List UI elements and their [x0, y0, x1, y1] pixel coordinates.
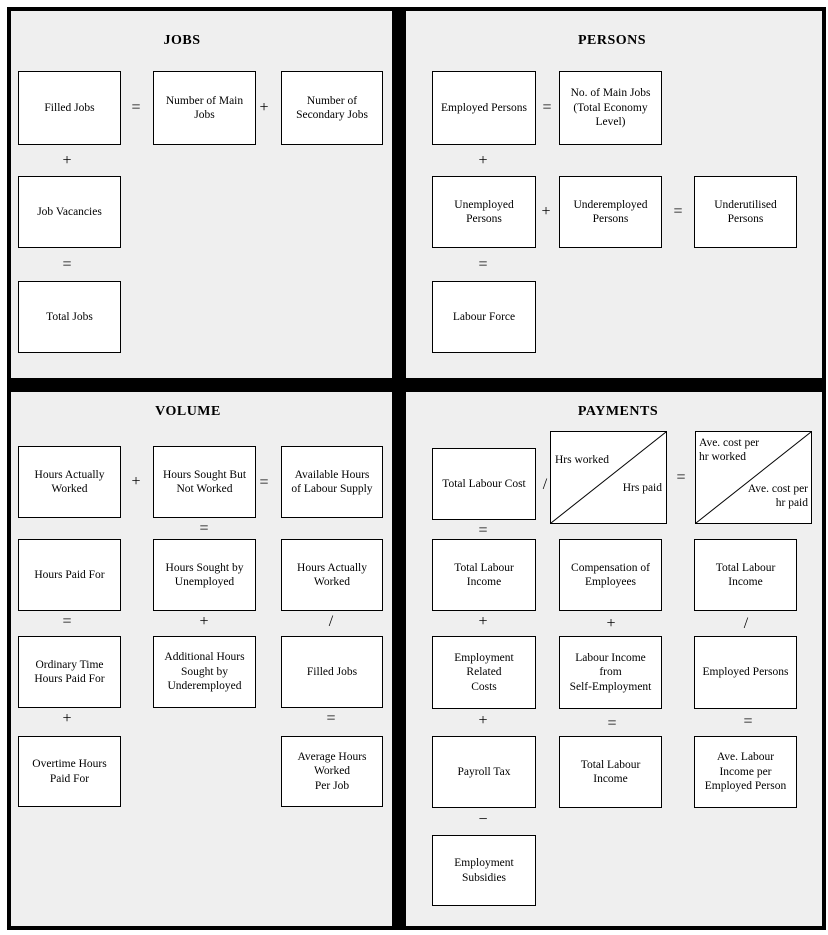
- quadrant-title-payments: PAYMENTS: [577, 404, 659, 419]
- equals-operator: =: [743, 713, 753, 730]
- minus-operator: −: [478, 811, 488, 828]
- box-employment-related-costs: Employment Related Costs: [432, 636, 536, 709]
- plus-operator: +: [62, 152, 72, 169]
- equals-operator: =: [62, 613, 72, 630]
- ratio-box-ave-cost-per-hr: Ave. cost per hr worked Ave. cost per hr…: [695, 431, 812, 524]
- diagonal-line: [696, 432, 811, 523]
- box-available-hours-labour-supply: Available Hours of Labour Supply: [281, 446, 383, 518]
- ratio-box-hrs-worked-hrs-paid: Hrs worked Hrs paid: [550, 431, 667, 524]
- box-hours-sought-not-worked: Hours Sought But Not Worked: [153, 446, 256, 518]
- divide-operator: /: [328, 613, 334, 630]
- plus-operator: +: [131, 473, 141, 490]
- box-hours-actually-worked-2: Hours Actually Worked: [281, 539, 383, 611]
- horizontal-divider: [7, 378, 826, 392]
- plus-operator: +: [606, 615, 616, 632]
- box-number-secondary-jobs: Number of Secondary Jobs: [281, 71, 383, 145]
- equals-operator: =: [676, 469, 686, 486]
- box-hours-actually-worked: Hours Actually Worked: [18, 446, 121, 518]
- quadrant-title-volume: VOLUME: [155, 404, 221, 419]
- equals-operator: =: [607, 715, 617, 732]
- equals-operator: =: [326, 710, 336, 727]
- box-ordinary-time-hours-paid: Ordinary Time Hours Paid For: [18, 636, 121, 708]
- box-employed-persons-2: Employed Persons: [694, 636, 797, 709]
- box-no-main-jobs-total-economy: No. of Main Jobs (Total Economy Level): [559, 71, 662, 145]
- equals-operator: =: [131, 99, 141, 116]
- equals-operator: =: [199, 520, 209, 537]
- box-employed-persons: Employed Persons: [432, 71, 536, 145]
- plus-operator: +: [478, 152, 488, 169]
- box-payroll-tax: Payroll Tax: [432, 736, 536, 808]
- equals-operator: =: [673, 203, 683, 220]
- box-hours-sought-by-unemployed: Hours Sought by Unemployed: [153, 539, 256, 611]
- outer-frame: [7, 7, 826, 930]
- vertical-divider: [392, 7, 406, 930]
- box-compensation-of-employees: Compensation of Employees: [559, 539, 662, 611]
- equals-operator: =: [542, 99, 552, 116]
- equals-operator: =: [478, 256, 488, 273]
- box-average-hours-worked-per-job: Average Hours Worked Per Job: [281, 736, 383, 807]
- divide-operator: /: [542, 476, 548, 493]
- box-total-labour-income-1: Total Labour Income: [432, 539, 536, 611]
- box-unemployed-persons: Unemployed Persons: [432, 176, 536, 248]
- quadrant-title-jobs: JOBS: [163, 33, 201, 48]
- box-total-labour-cost: Total Labour Cost: [432, 448, 536, 520]
- plus-operator: +: [259, 99, 269, 116]
- ratio-numerator-label: Hrs worked: [555, 454, 609, 466]
- box-labour-income-self-employment: Labour Income from Self-Employment: [559, 636, 662, 709]
- box-total-labour-income-3: Total Labour Income: [694, 539, 797, 611]
- equals-operator: =: [62, 256, 72, 273]
- equals-operator: =: [478, 522, 488, 539]
- box-number-main-jobs: Number of Main Jobs: [153, 71, 256, 145]
- box-overtime-hours-paid: Overtime Hours Paid For: [18, 736, 121, 807]
- box-filled-jobs-2: Filled Jobs: [281, 636, 383, 708]
- box-job-vacancies: Job Vacancies: [18, 176, 121, 248]
- plus-operator: +: [478, 613, 488, 630]
- equals-operator: =: [259, 474, 269, 491]
- box-total-jobs: Total Jobs: [18, 281, 121, 353]
- box-employment-subsidies: Employment Subsidies: [432, 835, 536, 906]
- box-underemployed-persons: Underemployed Persons: [559, 176, 662, 248]
- box-additional-hours-underemployed: Additional Hours Sought by Underemployed: [153, 636, 256, 708]
- box-total-labour-income-2: Total Labour Income: [559, 736, 662, 808]
- box-filled-jobs: Filled Jobs: [18, 71, 121, 145]
- plus-operator: +: [62, 710, 72, 727]
- diagonal-line: [551, 432, 666, 523]
- plus-operator: +: [541, 203, 551, 220]
- plus-operator: +: [478, 712, 488, 729]
- ratio-denominator-label: Ave. cost per hr paid: [747, 483, 808, 509]
- box-hours-paid-for: Hours Paid For: [18, 539, 121, 611]
- box-underutilised-persons: Underutilised Persons: [694, 176, 797, 248]
- quadrant-title-persons: PERSONS: [577, 33, 647, 48]
- plus-operator: +: [199, 613, 209, 630]
- box-labour-force: Labour Force: [432, 281, 536, 353]
- divide-operator: /: [743, 615, 749, 632]
- box-ave-labour-income-per-employed-person: Ave. Labour Income per Employed Person: [694, 736, 797, 808]
- ratio-numerator-label: Ave. cost per hr worked: [699, 437, 760, 463]
- ratio-denominator-label: Hrs paid: [622, 482, 662, 494]
